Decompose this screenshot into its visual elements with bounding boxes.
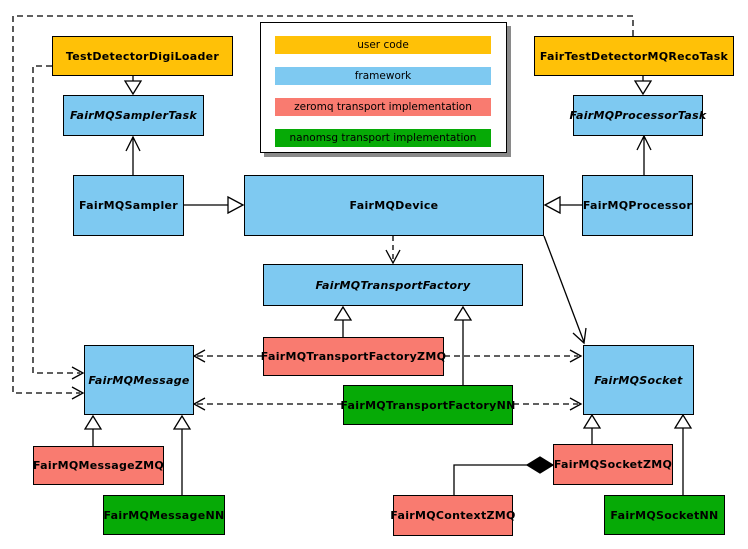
legend-item-user-code: user code: [275, 36, 491, 54]
legend-box: user code framework zeromq transport imp…: [260, 22, 507, 153]
node-testdetectordigiloader: TestDetectorDigiLoader: [52, 36, 233, 76]
edge-digiloader-to-message: [32, 65, 85, 380]
node-fairmqprocessortask: FairMQProcessorTask: [569, 95, 706, 136]
edge-contextzmq-to-socketzmq: [453, 456, 555, 495]
edge-messagezmq-to-message: [83, 414, 103, 446]
edge-messagenn-to-message: [172, 414, 192, 495]
edge-device-to-socket: [543, 235, 587, 345]
edge-factorynn-to-message: [192, 397, 343, 411]
edge-digiloader-to-samplertask: [123, 75, 143, 96]
edge-factoryzmq-to-transportfactory: [333, 305, 353, 337]
node-fairmqcontextzmq: FairMQContextZMQ: [390, 495, 515, 536]
node-fairmqsocketzmq: FairMQSocketZMQ: [553, 444, 673, 485]
edge-processor-to-device: [543, 195, 582, 215]
edge-processor-to-processortask: [636, 134, 652, 175]
legend-item-zeromq: zeromq transport implementation: [275, 98, 491, 116]
edge-socketnn-to-socket: [673, 413, 693, 495]
legend-item-framework: framework: [275, 67, 491, 85]
edge-factorynn-to-socket: [513, 397, 583, 411]
legend-item-nanomsg: nanomsg transport implementation: [275, 129, 491, 147]
node-fairmqmessage: FairMQMessage: [84, 345, 194, 415]
node-fairmqmessagezmq: FairMQMessageZMQ: [33, 446, 164, 485]
edge-recotask-to-processortask: [633, 75, 653, 96]
node-fairmqtransportfactoryzmq: FairMQTransportFactoryZMQ: [261, 337, 446, 376]
node-fairmqsampler: FairMQSampler: [73, 175, 184, 236]
edge-sampler-to-samplertask: [125, 135, 141, 175]
edge-sampler-to-device: [184, 195, 245, 215]
edge-socketzmq-to-socket: [582, 413, 602, 444]
node-fairmqtransportfactory: FairMQTransportFactory: [263, 264, 523, 306]
node-fairmqdevice: FairMQDevice: [244, 175, 544, 236]
edge-factoryzmq-to-socket: [444, 349, 583, 363]
node-fairmqsocket: FairMQSocket: [583, 345, 694, 415]
edge-device-to-transportfactory: [385, 236, 401, 265]
node-fairmqmessagenn: FairMQMessageNN: [103, 495, 225, 535]
node-fairmqsamplertask: FairMQSamplerTask: [63, 95, 204, 136]
edge-factorynn-to-transportfactory: [453, 305, 473, 385]
node-fairtestdetectormqrecotask: FairTestDetectorMQRecoTask: [534, 36, 734, 76]
node-fairmqprocessor: FairMQProcessor: [582, 175, 693, 236]
edge-factoryzmq-to-message: [192, 349, 263, 363]
node-fairmqsocketnn: FairMQSocketNN: [604, 495, 725, 535]
edge-recotask-to-message: [12, 15, 634, 400]
node-fairmqtransportfactorynn: FairMQTransportFactoryNN: [340, 385, 515, 425]
